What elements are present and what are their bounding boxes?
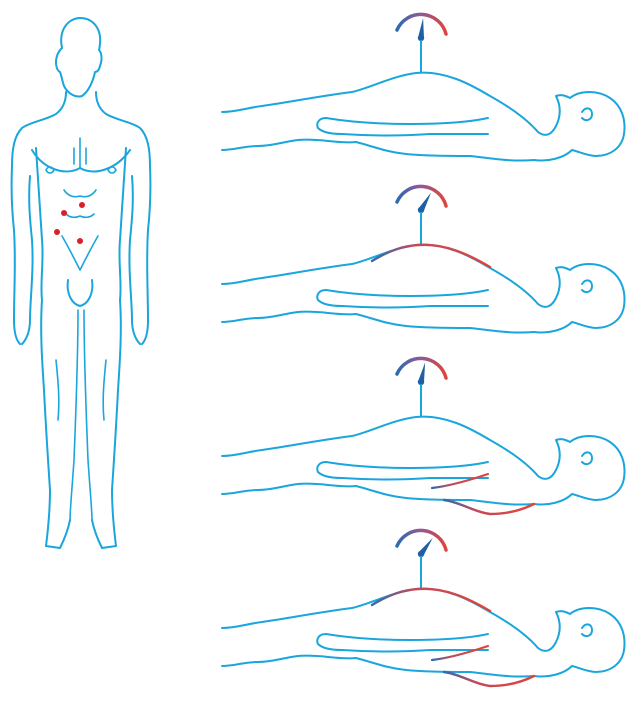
body-top-outline	[222, 245, 624, 333]
body-bottom-outline	[222, 484, 534, 505]
arm-highlight	[432, 646, 488, 660]
body-top-outline	[222, 73, 624, 161]
body-top-outline	[222, 417, 624, 505]
lying-panel-1	[222, 14, 624, 160]
abdomen-highlight	[372, 245, 490, 267]
lying-body-icon	[222, 73, 624, 161]
pain-point-marker	[77, 238, 83, 244]
gauge-icon	[397, 14, 446, 73]
pain-point-marker	[54, 229, 60, 235]
gauge-icon	[397, 530, 446, 589]
standing-body-icon	[12, 18, 151, 548]
pain-point-marker	[79, 202, 85, 208]
lying-body-icon	[222, 589, 624, 686]
body-ear-outline	[582, 108, 592, 120]
body-bottom-outline	[222, 140, 534, 161]
body-arm-outline	[317, 634, 488, 652]
gauge-arc	[397, 186, 446, 206]
gauge-icon	[397, 358, 446, 417]
body-bottom-outline	[222, 312, 534, 333]
gauge-arc	[397, 530, 446, 550]
lying-panel-4	[222, 530, 624, 686]
lying-body-icon	[222, 417, 624, 514]
lying-panel-3	[222, 358, 624, 514]
body-top-outline	[222, 589, 624, 677]
lying-body-icon	[222, 245, 624, 333]
body-arm-outline	[317, 462, 488, 480]
abdomen-highlight	[372, 589, 490, 611]
lying-panels	[222, 14, 624, 686]
body-ear-outline	[582, 452, 592, 464]
lying-panel-2	[222, 186, 624, 332]
body-ear-outline	[582, 624, 592, 636]
body-bottom-outline	[222, 656, 534, 677]
body-arm-outline	[317, 290, 488, 308]
pain-points	[54, 202, 85, 244]
body-ear-outline	[582, 280, 592, 292]
arm-highlight	[432, 474, 488, 488]
body-arm-outline	[317, 118, 488, 136]
gauge-icon	[397, 186, 446, 245]
pain-point-marker	[61, 210, 67, 216]
